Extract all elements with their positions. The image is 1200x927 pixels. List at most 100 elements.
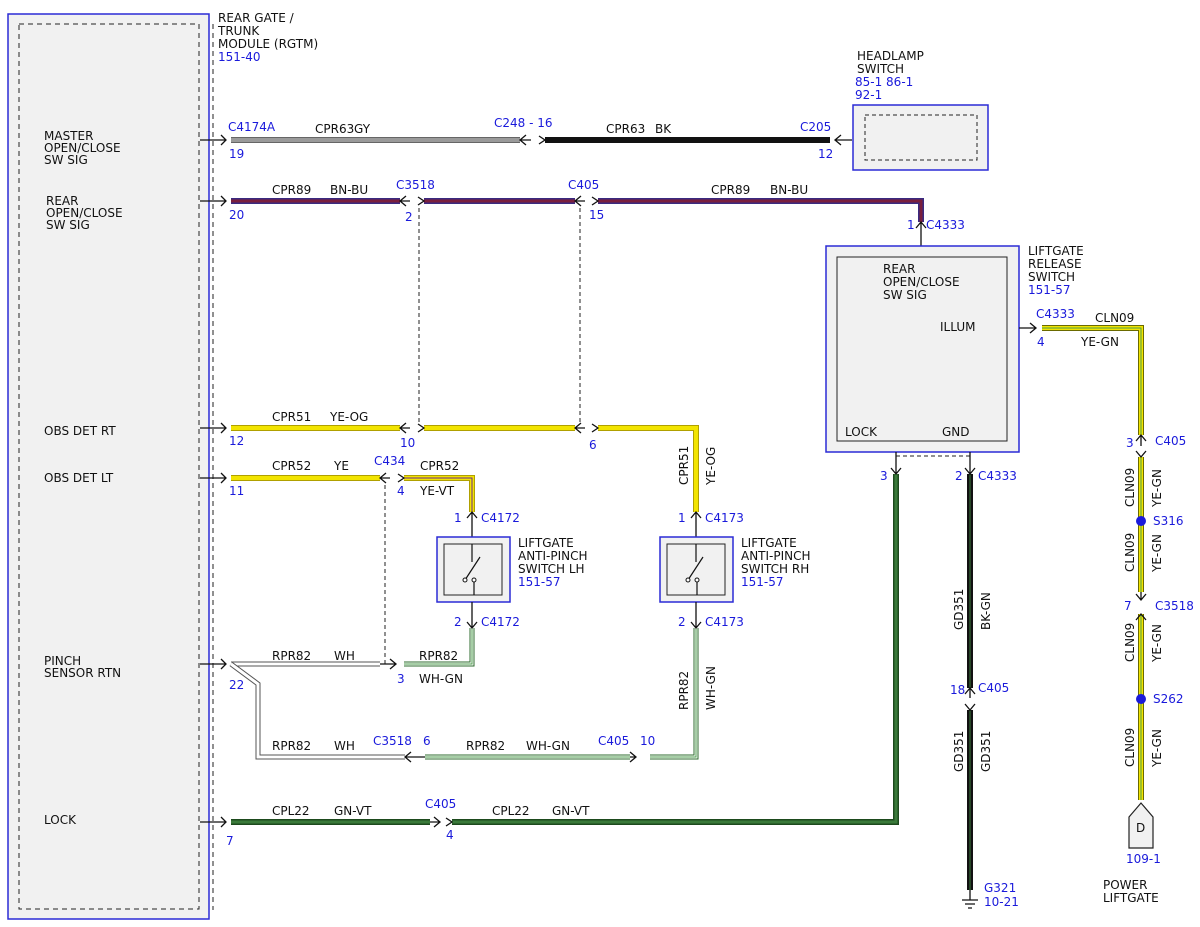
headlamp-title-1: HEADLAMP	[857, 49, 924, 63]
aplh-ref: 151-57	[518, 575, 561, 589]
lrs-ref: 151-57	[1028, 283, 1071, 297]
w3-conn-d: C4173	[705, 511, 744, 525]
headlamp-title-2: SWITCH	[857, 62, 904, 76]
w1-circuit-a: CPR63	[315, 122, 354, 136]
w6-circuit-b: CPL22	[492, 804, 530, 818]
w5-color-c: WH	[334, 739, 355, 753]
power-liftgate-title-2: LIFTGATE	[1103, 891, 1159, 905]
w6-pin-c: 3	[880, 469, 888, 483]
w3-pin-d: 1	[678, 511, 686, 525]
w2-pin-b: 2	[405, 210, 413, 224]
w2-conn-b: C3518	[396, 178, 435, 192]
w5-pin-c: 6	[423, 734, 431, 748]
ground-name: G321	[984, 881, 1016, 895]
w1-pin-c: 12	[818, 147, 833, 161]
lrs-title-3: SWITCH	[1028, 270, 1075, 284]
w5-circuit-b: RPR82	[419, 649, 458, 663]
w5-color-a: WH	[334, 649, 355, 663]
w7-color-v1: YE-GN	[1150, 469, 1164, 508]
w2-pin-d: 1	[907, 218, 915, 232]
lrs-inner-3: SW SIG	[883, 288, 927, 302]
w3-circuit-v: CPR51	[677, 446, 691, 485]
w3-color-a: YE-OG	[329, 410, 368, 424]
w3-pin-c: 6	[589, 438, 597, 452]
pin-lock: LOCK	[44, 813, 77, 827]
aplh-title-1: LIFTGATE	[518, 536, 574, 550]
rgtm-title-2: TRUNK	[217, 24, 260, 38]
w4-color-a: YE	[333, 459, 349, 473]
w4-pin-a: 11	[229, 484, 244, 498]
aplh-title-3: SWITCH LH	[518, 562, 585, 576]
w7-conn-c: C3518	[1155, 599, 1194, 613]
w5-pin-e: 10	[640, 734, 655, 748]
w8-conn-a: C4333	[978, 469, 1017, 483]
wire-cpr51	[200, 422, 702, 537]
w7-pin-c: 7	[1124, 599, 1132, 613]
w5-conn-lh: C4172	[481, 615, 520, 629]
w5-color-b: WH-GN	[419, 672, 463, 686]
w4-color-b: YE-VT	[419, 484, 455, 498]
w1-pin-a: 19	[229, 147, 244, 161]
w5-color-d: WH-GN	[526, 739, 570, 753]
w7-color-a: YE-GN	[1080, 335, 1119, 349]
w5-circuit-c: RPR82	[272, 739, 311, 753]
wire-rpr82	[200, 602, 702, 763]
w8-pin-a: 2	[955, 469, 963, 483]
pin-pinch-2: SENSOR RTN	[44, 666, 121, 680]
power-liftgate-connector	[1128, 802, 1154, 849]
w6-pin-b: 4	[446, 828, 454, 842]
w6-color-a: GN-VT	[334, 804, 372, 818]
rgtm-module	[7, 13, 214, 920]
w1-color-a: GY	[354, 122, 371, 136]
wire-cpl22	[200, 452, 902, 828]
w4-circuit-a: CPR52	[272, 459, 311, 473]
anti-pinch-switch-rh	[659, 536, 734, 603]
headlamp-ref-1: 85-1 86-1	[855, 75, 913, 89]
w7-color-v4: YE-GN	[1150, 729, 1164, 768]
w1-color-b: BK	[655, 122, 672, 136]
pin-obs-lt: OBS DET LT	[44, 471, 114, 485]
anti-pinch-switch-lh	[436, 536, 511, 603]
pin-pinch-1: PINCH	[44, 654, 81, 668]
w8-circuit-v2: GD351	[952, 731, 966, 772]
liftgate-release-inner	[836, 256, 1008, 442]
w8-pin-b: 18	[950, 683, 965, 697]
w4-circuit-b: CPR52	[420, 459, 459, 473]
power-liftgate-ref: 109-1	[1126, 852, 1161, 866]
pin-rear-3: SW SIG	[46, 218, 90, 232]
w4-pin-b: 4	[397, 484, 405, 498]
aplh-title-2: ANTI-PINCH	[518, 549, 588, 563]
rgtm-ref: 151-40	[218, 50, 261, 64]
w3-pin-b: 10	[400, 436, 415, 450]
w8-circuit-v3: GD351	[979, 731, 993, 772]
aprh-title-2: ANTI-PINCH	[741, 549, 811, 563]
wire-cpr63	[200, 134, 852, 146]
headlamp-switch-inner	[864, 114, 978, 161]
lrs-title-1: LIFTGATE	[1028, 244, 1084, 258]
w6-color-b: GN-VT	[552, 804, 590, 818]
lrs-inner-2: OPEN/CLOSE	[883, 275, 960, 289]
w2-conn-d: C4333	[926, 218, 965, 232]
w3-pin-a: 12	[229, 434, 244, 448]
w5-conn-c: C3518	[373, 734, 412, 748]
w1-circuit-b: CPR63	[606, 122, 645, 136]
w7-pin-b: 3	[1126, 436, 1134, 450]
w7-splice-1: S316	[1153, 514, 1184, 528]
rgtm-dashed-inner	[18, 23, 200, 910]
w4-conn-b: C434	[374, 454, 405, 468]
w7-circuit-v4: CLN09	[1123, 728, 1137, 767]
w2-circuit-b: CPR89	[711, 183, 750, 197]
lrs-inner-1: REAR	[883, 262, 915, 276]
w6-conn-b: C405	[425, 797, 456, 811]
w3-circuit-a: CPR51	[272, 410, 311, 424]
lrs-title-2: RELEASE	[1028, 257, 1082, 271]
w6-circuit-a: CPL22	[272, 804, 310, 818]
w6-pin-a: 7	[226, 834, 234, 848]
w5-conn-rh: C4173	[705, 615, 744, 629]
w5-circuit-d: RPR82	[466, 739, 505, 753]
w7-splice-2: S262	[1153, 692, 1184, 706]
pin-master-2: OPEN/CLOSE	[44, 141, 121, 155]
w2-pin-a: 20	[229, 208, 244, 222]
w2-conn-c: C405	[568, 178, 599, 192]
